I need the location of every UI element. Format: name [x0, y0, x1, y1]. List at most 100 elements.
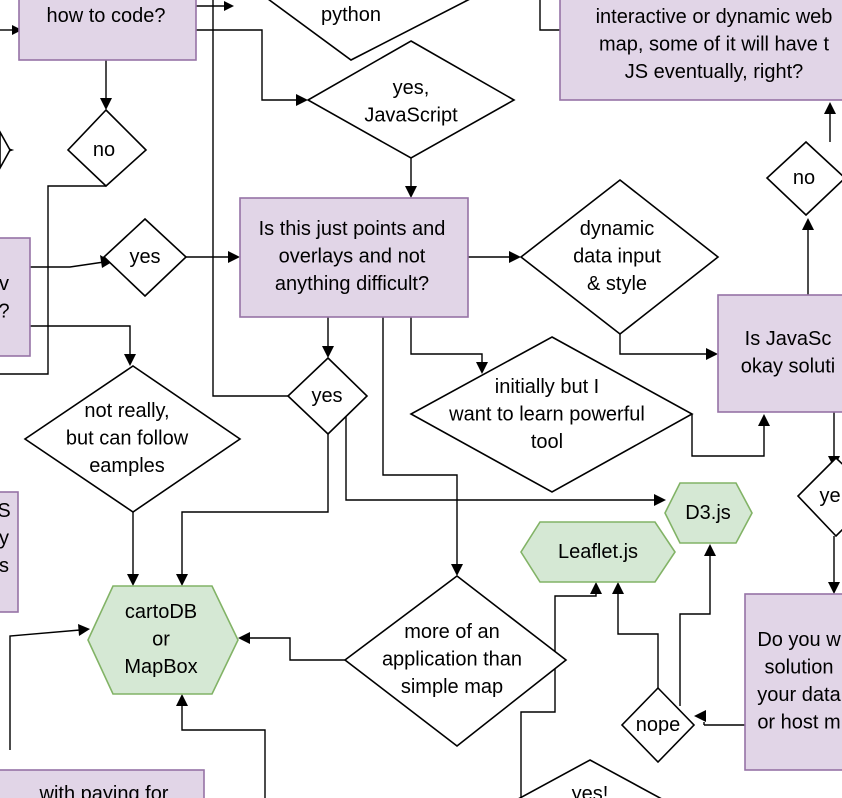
process-paying-for [0, 769, 205, 798]
label-line: more of an [404, 621, 500, 643]
label-line: yes [129, 246, 160, 268]
arrowhead [238, 632, 250, 644]
arrowhead [476, 362, 488, 374]
edge-more-app-to-cartodb [248, 637, 345, 661]
decision-initially-but [409, 336, 694, 493]
arrowhead [176, 694, 188, 706]
edge-left-box-to-yes [30, 261, 105, 268]
arrowhead [706, 348, 718, 360]
label-line: eamples [89, 455, 165, 477]
label-line: ? [0, 301, 10, 323]
label-line: simple map [401, 676, 503, 698]
label-line: interactive or dynamic web [596, 6, 833, 28]
arrowhead [590, 582, 602, 594]
decision-left-stub [0, 130, 11, 170]
arrowhead [124, 354, 136, 366]
edge-nope-to-leaflet [617, 590, 659, 688]
arrowhead [802, 218, 814, 230]
decision-yes-javascript [306, 40, 516, 159]
label-line: anything difficult? [275, 273, 429, 295]
label-paying-for: with paying for [39, 783, 169, 798]
decision-python [268, 0, 470, 61]
arrowhead [296, 94, 308, 106]
label-line: ye [819, 485, 840, 507]
label-yes-left: yes [129, 246, 160, 268]
label-line: yes! [572, 783, 609, 798]
decision-yes-bottom [518, 759, 662, 798]
arrowhead [824, 102, 836, 114]
label-line: your data [757, 684, 841, 706]
process-do-you [744, 593, 842, 771]
label-no-left: no [93, 139, 115, 161]
decision-more-app [343, 574, 568, 748]
arrowhead [12, 25, 22, 35]
label-line: y [0, 528, 9, 550]
decision-dynamic-data [519, 178, 720, 336]
arrowhead [654, 494, 666, 506]
label-yes-bottom: yes! [572, 783, 609, 798]
arrowhead [758, 414, 770, 426]
label-line: data input [573, 246, 661, 268]
label-line: nope [636, 714, 681, 736]
label-line: no [793, 167, 815, 189]
label-leafletjs: Leaflet.js [558, 541, 638, 563]
arrowhead [704, 544, 716, 556]
label-line: JavaScript [364, 105, 458, 127]
process-js-eventually [559, 0, 842, 101]
label-line: want to learn powerful [448, 404, 645, 426]
label-yes-center: yes [311, 385, 342, 407]
arrowhead [127, 574, 139, 586]
label-yes-javascript: yes, JavaScript [364, 77, 458, 127]
labels: how to code? python interactive or dynam… [0, 4, 842, 798]
decision-yes-center [286, 356, 369, 436]
edge-left-to-cartodb [9, 629, 81, 750]
label-line: yes, [393, 77, 430, 99]
label-python: python [321, 4, 381, 26]
arrowhead [176, 574, 188, 586]
edge-points-to-initially [410, 317, 483, 364]
label-line: Is this just points and [259, 218, 446, 240]
decision-nope [620, 686, 696, 764]
label-line: how to code? [47, 5, 166, 27]
label-line: Is JavaSc [745, 328, 832, 350]
label-left-partial: v? [0, 273, 10, 323]
arrowhead [405, 186, 417, 198]
label-line: map, some of it will have t [599, 34, 830, 56]
arrowhead [228, 251, 240, 263]
arrowheads [12, 1, 840, 722]
edge-left-box-to-not-really [30, 325, 131, 356]
edge-initially-to-js-okay [691, 414, 765, 457]
decision-not-really [23, 365, 242, 513]
edge-yes-center-to-cartodb [181, 434, 329, 576]
decision-no-right [765, 140, 842, 217]
label-line: JS eventually, right? [625, 61, 804, 83]
label-no-right: no [793, 167, 815, 189]
label-line: v [0, 273, 9, 295]
label-line: solution [765, 657, 834, 679]
label-line: but can follow [66, 428, 189, 450]
label-line: or host m [757, 712, 840, 734]
edge-no-to-left [0, 185, 106, 375]
label-line: dynamic [580, 218, 654, 240]
label-how-to-code: how to code? [47, 5, 166, 27]
label-js-okay: Is JavaSc okay soluti [741, 328, 836, 378]
edge-js-eventually-left [539, 0, 560, 31]
label-line: application than [382, 649, 522, 671]
arrowhead [694, 710, 706, 722]
terminal-leafletjs [520, 521, 676, 583]
arrowhead [322, 346, 334, 358]
arrowhead [509, 251, 521, 263]
arrowhead [612, 582, 624, 594]
arrowhead [100, 255, 112, 268]
process-left-partial [0, 237, 31, 357]
label-line: tool [531, 431, 563, 453]
label-yes-right: ye [819, 485, 840, 507]
label-line: okay soluti [741, 356, 836, 378]
